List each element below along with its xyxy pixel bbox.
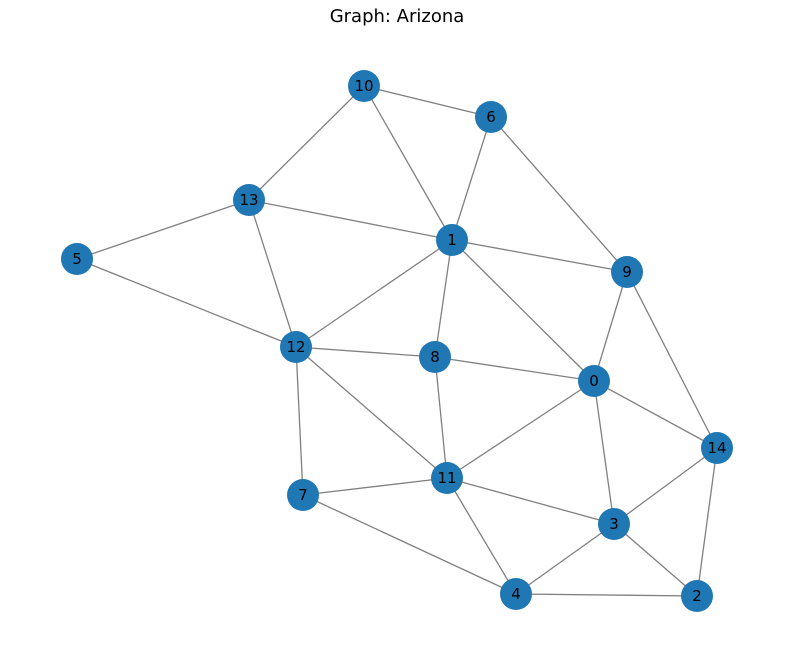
node-4: 4 xyxy=(500,578,532,610)
edge-6-9 xyxy=(490,116,628,273)
node-label: 9 xyxy=(622,263,632,281)
node-label: 0 xyxy=(589,372,599,390)
edge-12-11 xyxy=(295,346,448,479)
node-label: 2 xyxy=(692,587,702,605)
edge-14-2 xyxy=(696,447,718,597)
node-label: 12 xyxy=(286,338,305,356)
node-label: 3 xyxy=(609,515,619,533)
edge-11-3 xyxy=(446,477,615,525)
node-label: 8 xyxy=(430,348,440,366)
graph-title: Graph: Arizona xyxy=(329,6,465,27)
node-label: 11 xyxy=(437,469,456,487)
node-3: 3 xyxy=(598,508,630,540)
edge-10-13 xyxy=(248,85,365,201)
node-label: 14 xyxy=(707,439,726,457)
edges-layer xyxy=(76,85,718,597)
node-14: 14 xyxy=(701,432,733,464)
node-label: 5 xyxy=(72,250,82,268)
node-6: 6 xyxy=(475,101,507,133)
edge-11-4 xyxy=(446,477,517,595)
node-circle xyxy=(431,462,463,494)
node-8: 8 xyxy=(419,341,451,373)
node-5: 5 xyxy=(61,243,93,275)
edge-3-2 xyxy=(613,523,698,597)
edge-0-11 xyxy=(446,380,595,479)
node-13: 13 xyxy=(233,184,265,216)
node-label: 6 xyxy=(486,108,496,126)
edge-14-3 xyxy=(613,447,718,525)
node-label: 13 xyxy=(239,191,258,209)
node-circle xyxy=(598,508,630,540)
edge-7-11 xyxy=(302,477,448,496)
edge-10-6 xyxy=(363,85,492,118)
edge-0-14 xyxy=(593,380,718,449)
edge-5-12 xyxy=(76,258,297,348)
edge-9-14 xyxy=(626,271,718,449)
node-circle xyxy=(348,70,380,102)
node-9: 9 xyxy=(611,256,643,288)
edge-8-11 xyxy=(434,356,448,479)
node-circle xyxy=(611,256,643,288)
edge-8-0 xyxy=(434,356,595,382)
node-11: 11 xyxy=(431,462,463,494)
edge-1-9 xyxy=(451,239,628,273)
node-0: 0 xyxy=(578,365,610,397)
node-10: 10 xyxy=(348,70,380,102)
edge-4-2 xyxy=(515,593,698,597)
node-label: 1 xyxy=(447,231,457,249)
edge-12-8 xyxy=(295,346,436,358)
node-circle xyxy=(500,578,532,610)
edge-1-12 xyxy=(295,239,453,348)
edge-3-4 xyxy=(515,523,615,595)
edge-9-0 xyxy=(593,271,628,382)
node-7: 7 xyxy=(287,479,319,511)
edge-13-1 xyxy=(248,199,453,241)
node-circle xyxy=(436,224,468,256)
node-label: 4 xyxy=(511,585,521,603)
node-2: 2 xyxy=(681,580,713,612)
node-circle xyxy=(701,432,733,464)
node-circle xyxy=(233,184,265,216)
node-circle xyxy=(475,101,507,133)
node-circle xyxy=(681,580,713,612)
edge-10-1 xyxy=(363,85,453,241)
node-circle xyxy=(280,331,312,363)
edge-1-0 xyxy=(451,239,595,382)
node-12: 12 xyxy=(280,331,312,363)
edge-13-5 xyxy=(76,199,250,260)
edge-0-3 xyxy=(593,380,615,525)
edge-6-1 xyxy=(451,116,492,241)
edge-1-8 xyxy=(434,239,453,358)
node-circle xyxy=(61,243,93,275)
edge-13-12 xyxy=(248,199,297,348)
node-label: 10 xyxy=(354,77,373,95)
node-circle xyxy=(578,365,610,397)
node-circle xyxy=(419,341,451,373)
edge-12-7 xyxy=(295,346,304,496)
node-circle xyxy=(287,479,319,511)
edge-7-4 xyxy=(302,494,517,595)
node-label: 7 xyxy=(298,486,308,504)
node-1: 1 xyxy=(436,224,468,256)
